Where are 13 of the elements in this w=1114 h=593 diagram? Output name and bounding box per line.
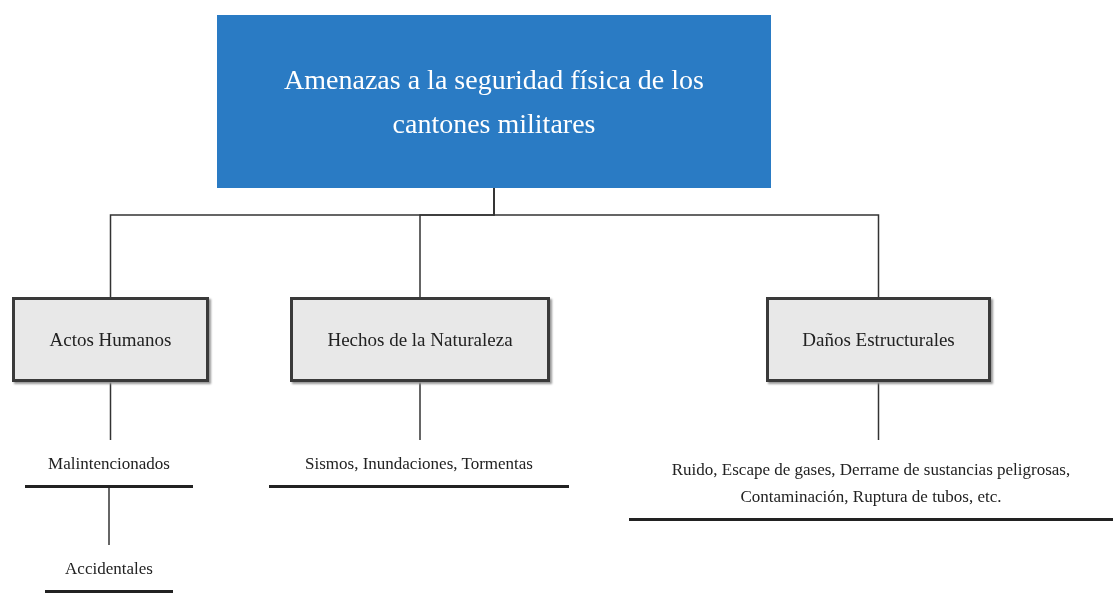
category-box: Actos Humanos xyxy=(12,297,209,382)
title-box: Amenazas a la seguridad física de los cantones militares xyxy=(217,15,771,188)
connector-line xyxy=(109,381,112,441)
leaf-text: Accidentales xyxy=(45,545,173,593)
leaf-text: Sismos, Inundaciones, Tormentas xyxy=(269,440,569,488)
connector-line xyxy=(419,381,421,441)
category-box: Hechos de la Naturaleza xyxy=(290,297,550,382)
leaf-text: Malintencionados xyxy=(25,440,193,488)
leaf-text: Ruido, Escape de gases, Derrame de sustancias peligrosas, Contaminación, Ruptura de tubos, etc. xyxy=(629,440,1113,521)
connector-line xyxy=(108,487,110,546)
connector-line xyxy=(493,187,880,298)
connector-line xyxy=(877,381,880,441)
category-box: Daños Estructurales xyxy=(766,297,991,382)
